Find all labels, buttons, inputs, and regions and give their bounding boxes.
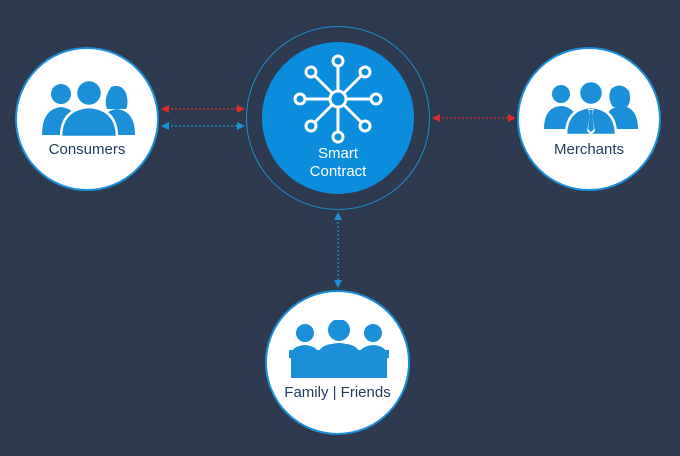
hub-label-line1: Smart — [317, 145, 358, 162]
node-merchants[interactable]: Merchants — [517, 47, 661, 191]
consumers-group-icon — [42, 79, 135, 139]
hub-label-line2: Contract — [309, 163, 367, 180]
node-label-consumers: Consumers — [48, 141, 126, 158]
network-hub-icon — [293, 54, 383, 144]
node-label-family-friends: Family | Friends — [284, 384, 391, 401]
node-label-merchants: Merchants — [553, 141, 625, 158]
node-consumers[interactable]: Consumers — [15, 47, 159, 191]
hub-outer-ring — [246, 26, 430, 210]
family-friends-icon — [289, 320, 389, 378]
merchants-group-icon — [544, 79, 638, 137]
node-family-friends[interactable]: Family | Friends — [265, 290, 410, 435]
hub-label: Smart Contract — [262, 145, 414, 181]
node-smart-contract[interactable]: Smart Contract — [262, 42, 414, 194]
